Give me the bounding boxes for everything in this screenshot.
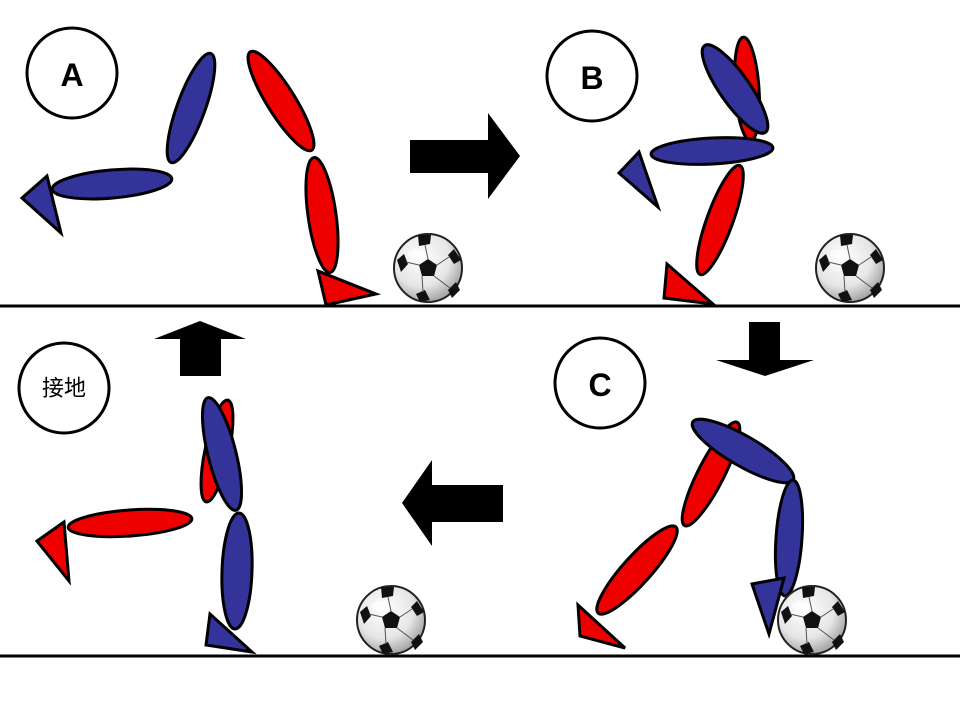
label-c: C (588, 367, 611, 403)
soccer-ball-icon (393, 233, 463, 303)
label-a: A (60, 57, 83, 93)
blue-thigh (165, 51, 217, 165)
soccer-ball-icon (777, 585, 847, 655)
blue-thigh (700, 43, 770, 135)
label-circle-c (553, 336, 647, 430)
red-foot (315, 268, 382, 307)
blue-thigh (200, 396, 244, 512)
red-foot (576, 601, 627, 650)
label-circle-b (545, 29, 639, 123)
label-circle-landing (17, 341, 111, 435)
red-shank (695, 163, 745, 277)
blue-shank (649, 136, 775, 166)
red-shank (304, 156, 340, 274)
blue-shank (50, 167, 174, 201)
panel-a: A (19, 26, 463, 307)
panel-landing: 接地 (17, 341, 426, 655)
block-arrow-icon (716, 322, 814, 376)
panel-c: C (553, 336, 847, 655)
red-shank (66, 507, 194, 539)
label-landing: 接地 (42, 377, 86, 402)
blue-foot (750, 576, 787, 640)
label-circle-a (25, 26, 119, 120)
red-shank (595, 524, 679, 616)
red-foot (34, 519, 71, 586)
blue-shank (773, 478, 805, 598)
label-b: B (580, 60, 603, 96)
soccer-ball-icon (356, 585, 426, 655)
blue-foot (616, 149, 662, 212)
panel-b: B (545, 29, 885, 307)
blue-foot (204, 610, 257, 655)
blue-foot (19, 173, 64, 238)
soccer-ball-icon (815, 233, 885, 303)
block-arrow-icon (154, 321, 246, 376)
blue-shank (220, 511, 254, 631)
block-arrow-icon (410, 113, 520, 199)
red-foot (662, 260, 718, 307)
block-arrow-icon (402, 460, 503, 546)
red-thigh (246, 49, 316, 153)
